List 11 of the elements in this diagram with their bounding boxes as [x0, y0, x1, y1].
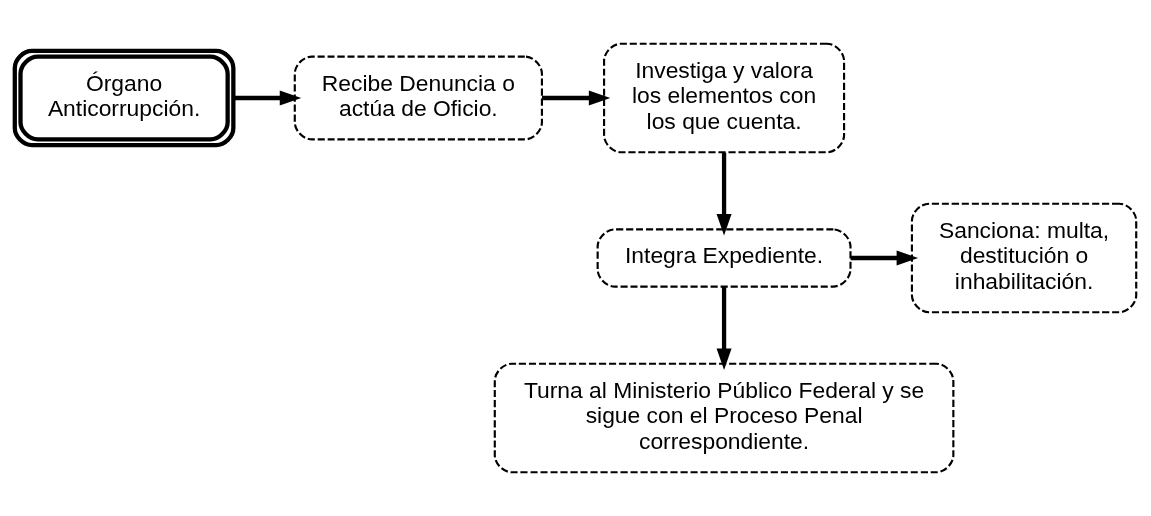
- arrow: [716, 152, 732, 236]
- node-box: Turna al Ministerio Público Federal y se sigue con el Proceso Penal correspondiente.: [493, 362, 955, 474]
- node-box: Sanciona: multa, destitución o inhabilitación.: [910, 202, 1138, 314]
- arrow: [716, 286, 732, 370]
- node-box: Órgano Anticorrupción.: [12, 48, 236, 148]
- arrow: [233, 90, 302, 106]
- node-box: Integra Expediente.: [596, 228, 852, 288]
- arrow: [541, 90, 611, 106]
- arrow: [850, 250, 919, 266]
- node-box: Recibe Denuncia o actúa de Oficio.: [293, 55, 543, 141]
- node-box: Investiga y valora los elementos con los que cuenta.: [603, 42, 846, 154]
